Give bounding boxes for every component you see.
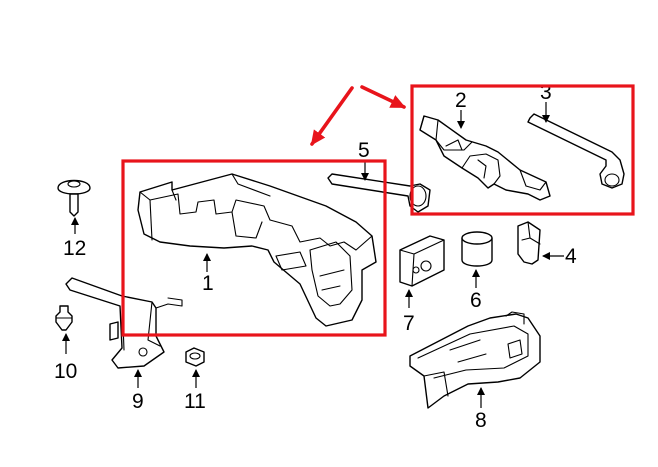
callout-5: 5 — [358, 139, 370, 162]
part-8-tray — [409, 311, 541, 409]
part-10-pin — [55, 305, 73, 331]
part-5-extension-bar — [327, 173, 431, 213]
part-9-bracket — [65, 277, 183, 369]
callout-3: 3 — [540, 81, 552, 104]
part-6-bumper — [461, 231, 493, 267]
callout-9: 9 — [132, 390, 144, 413]
part-11-nut — [185, 347, 205, 367]
highlight-arrow-right — [360, 85, 406, 109]
callout-12: 12 — [63, 237, 86, 260]
callout-7: 7 — [403, 312, 415, 335]
highlight-box-jack-tools — [410, 84, 635, 216]
part-1-storage-tray — [137, 173, 377, 327]
part-7-compressor — [399, 235, 445, 287]
part-4-bracket — [517, 221, 541, 265]
callout-6: 6 — [470, 289, 482, 312]
part-2-jack — [419, 115, 551, 201]
callout-10: 10 — [54, 360, 77, 383]
callout-numbers: 1 2 3 4 5 6 7 8 9 10 11 12 — [54, 81, 577, 432]
callout-4: 4 — [565, 245, 577, 268]
callout-11: 11 — [184, 390, 206, 413]
leader-lines — [62, 102, 564, 408]
callout-1: 1 — [202, 272, 214, 295]
part-12-clip — [57, 179, 91, 217]
highlight-box-tray — [121, 159, 387, 337]
callout-8: 8 — [475, 409, 487, 432]
part-3-wrench — [527, 113, 625, 189]
callout-2: 2 — [455, 89, 467, 112]
highlight-overlay — [121, 84, 635, 337]
highlight-arrow-left — [310, 86, 354, 146]
